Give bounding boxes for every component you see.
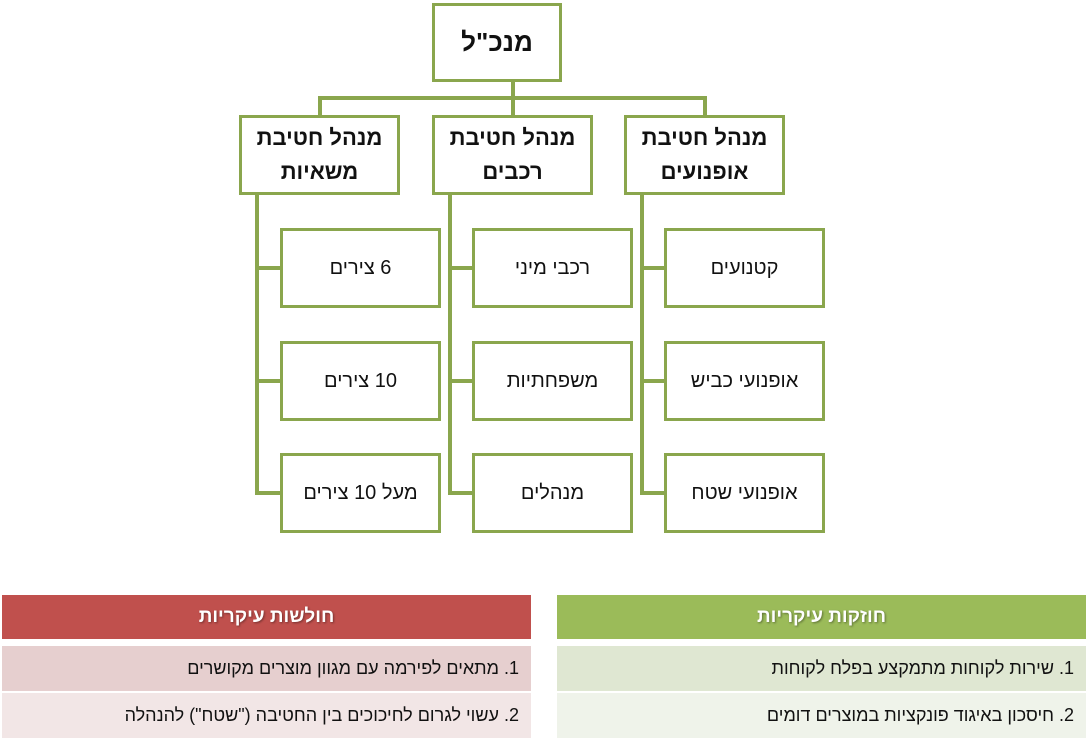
unit-node: רכבי מיני xyxy=(472,228,633,308)
unit-node: מעל 10 צירים xyxy=(280,453,441,533)
connector xyxy=(703,96,707,116)
weaknesses-header: חולשות עיקריות xyxy=(2,595,531,639)
connector xyxy=(448,491,474,495)
connector xyxy=(448,194,452,494)
connector xyxy=(255,379,281,383)
connector xyxy=(448,266,474,270)
weakness-item: 2. עשוי לגרום לחיכוכים בין החטיבה ("שטח"… xyxy=(2,693,531,738)
connector xyxy=(255,266,281,270)
division-motorcycles-node: מנהל חטיבת אופנועים xyxy=(624,115,785,195)
connector xyxy=(511,81,515,99)
unit-node: 6 צירים xyxy=(280,228,441,308)
connector xyxy=(511,96,515,116)
unit-node: אופנועי שטח xyxy=(664,453,825,533)
connector xyxy=(640,379,666,383)
connector xyxy=(448,379,474,383)
strength-item: 1. שירות לקוחות מתמקצע בפלח לקוחות xyxy=(557,646,1086,691)
unit-node: קטנועים xyxy=(664,228,825,308)
division-trucks-node: מנהל חטיבת משאיות xyxy=(239,115,400,195)
unit-node: אופנועי כביש xyxy=(664,341,825,421)
strength-item: 2. חיסכון באיגוד פונקציות במוצרים דומים xyxy=(557,693,1086,738)
connector xyxy=(640,194,644,494)
connector xyxy=(255,491,281,495)
unit-node: משפחתיות xyxy=(472,341,633,421)
connector xyxy=(318,96,322,116)
unit-node: 10 צירים xyxy=(280,341,441,421)
division-cars-node: מנהל חטיבת רכבים xyxy=(432,115,593,195)
strengths-header: חוזקות עיקריות xyxy=(557,595,1086,639)
connector xyxy=(255,194,259,494)
unit-node: מנהלים xyxy=(472,453,633,533)
connector xyxy=(640,266,666,270)
connector xyxy=(640,491,666,495)
ceo-node: מנכ"ל xyxy=(432,3,562,82)
weakness-item: 1. מתאים לפירמה עם מגוון מוצרים מקושרים xyxy=(2,646,531,691)
